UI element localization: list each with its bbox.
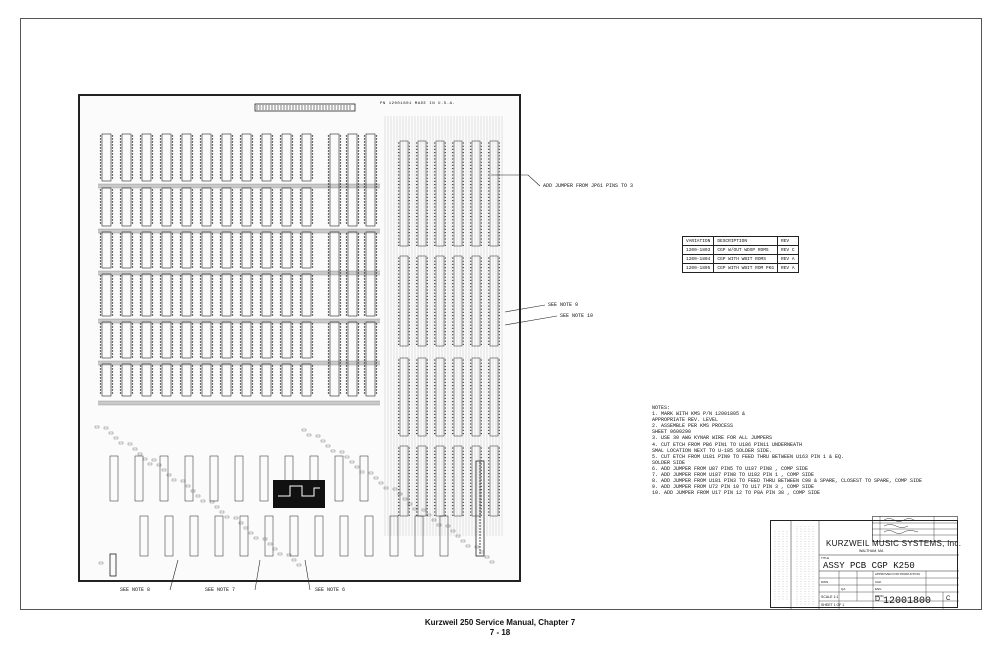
note-line: 5. CUT ETCH FROM U181 PIN9 TO FEED THRU … — [652, 453, 845, 460]
size-value: D — [875, 596, 881, 603]
footer-manual-title: Kurzweil 250 Service Manual, Chapter 7 — [424, 618, 576, 627]
variation-cell: 1200-1804 — [681, 254, 715, 264]
drawing-border — [20, 18, 982, 610]
qa-label: QA — [841, 587, 846, 591]
callout-see-note-6: SEE NOTE 6 — [315, 587, 346, 593]
scale-label: SCALE 1:1 — [821, 595, 839, 599]
pcb-artwork — [94, 103, 503, 577]
table-row: 1200-1805 CGP WITH WBIT ROM PKG REV A — [681, 263, 799, 273]
prod-label: PROD — [875, 594, 884, 598]
note-line: 6. ADD JUMPER FROM U87 PIN5 TO U187 PIN8… — [652, 465, 809, 472]
note-line: SMAL LOCATION NEXT TO U-185 SOLDER SIDE. — [652, 447, 773, 454]
part-number: 12001800 — [883, 596, 932, 607]
callout-see-note-9: SEE NOTE 9 — [548, 302, 579, 308]
dwn-label: DWN — [821, 580, 829, 584]
note-line: 7. ADD JUMPER FROM U187 PIN8 TO U182 PIN… — [652, 472, 815, 479]
table-row: 1200-1803 CGP W/OUT WDSP ROMS REV C — [681, 245, 799, 255]
variation-cell: 1200-1805 — [681, 263, 715, 273]
eng-label: ENG — [875, 587, 882, 591]
variation-cell: REV A — [777, 263, 799, 273]
variation-table: VARIATION DESCRIPTION REV 1200-1803 CGP … — [681, 236, 799, 273]
board-silkscreen-label: PN 12001801 MADE IN U.S.A. — [380, 102, 456, 106]
pcb-board-drawing: PN 12001801 MADE IN U.S.A. — [78, 94, 521, 582]
note-line: 4. CUT ETCH FROM PB6 PIN1 TO U186 PIN11 … — [652, 441, 803, 448]
company-name: KURZWEIL MUSIC SYSTEMS, Inc. — [826, 539, 962, 548]
table-row: 1200-1804 CGP WITH WBIT ROMS REV A — [681, 254, 799, 264]
note-line: SOLDER SIDE — [652, 459, 686, 466]
revision-value: C — [946, 596, 951, 602]
company-city: WALTHAM, MA — [859, 549, 884, 553]
drawing-title: ASSY PCB CGP K250 — [823, 561, 915, 571]
note-line: 10. ADD JUMPER FROM U17 PIN 12 TO P8A PI… — [652, 490, 821, 497]
variation-cell: CGP W/OUT WDSP ROMS — [713, 245, 779, 255]
variation-cell: CGP WITH WBIT ROM PKG — [713, 263, 779, 273]
sheet-label: SHEET 1 OF 1 — [821, 603, 845, 607]
note-line: 9. ADD JUMPER FROM U72 PIN 10 TO U17 PIN… — [652, 484, 815, 491]
footer-page-number: 7 - 18 — [489, 628, 511, 637]
title-block: KURZWEIL MUSIC SYSTEMS, Inc. WALTHAM, MA… — [770, 520, 962, 609]
callout-see-note-8: SEE NOTE 8 — [120, 587, 151, 593]
title-label: TITLE — [821, 556, 830, 560]
callout-see-note-7: SEE NOTE 7 — [205, 587, 236, 593]
variation-header: VARIATION — [681, 236, 715, 246]
variation-header-row: VARIATION DESCRIPTION REV — [681, 236, 799, 246]
note-line: 1. MARK WITH KMS P/N 12001805 & — [652, 411, 746, 418]
title-block-grid — [774, 521, 959, 609]
callout-see-note-10: SEE NOTE 10 — [560, 313, 594, 319]
note-line: 8. ADD JUMPER FROM U181 PIN3 TO FEED THR… — [652, 478, 923, 485]
note-line: SHEET 0600290 — [652, 429, 692, 436]
note-line: 2. ASSEMBLE PER KMS PROCESS — [652, 423, 734, 430]
assembly-notes: NOTES: 1. MARK WITH KMS P/N 12001805 & A… — [652, 405, 922, 496]
chk-label: CHK — [875, 580, 882, 584]
variation-cell: REV C — [777, 245, 799, 255]
note-line: APPROPRIATE REV. LEVEL — [652, 417, 719, 424]
variation-cell: CGP WITH WBIT ROMS — [713, 254, 779, 264]
variation-header: REV — [777, 236, 799, 246]
notes-heading: NOTES: — [652, 405, 671, 411]
variation-cell: 1200-1803 — [681, 245, 715, 255]
variation-header: DESCRIPTION — [713, 236, 779, 246]
approved-label: APPROVED FOR PRODUCTION — [875, 572, 920, 576]
callout-add-jumper: ADD JUMPER FROM JP61 PINS TO 3 — [543, 183, 634, 189]
variation-cell: REV A — [777, 254, 799, 264]
note-line: 3. USE 30 AWG KYNAR WIRE FOR ALL JUMPERS — [652, 435, 773, 442]
